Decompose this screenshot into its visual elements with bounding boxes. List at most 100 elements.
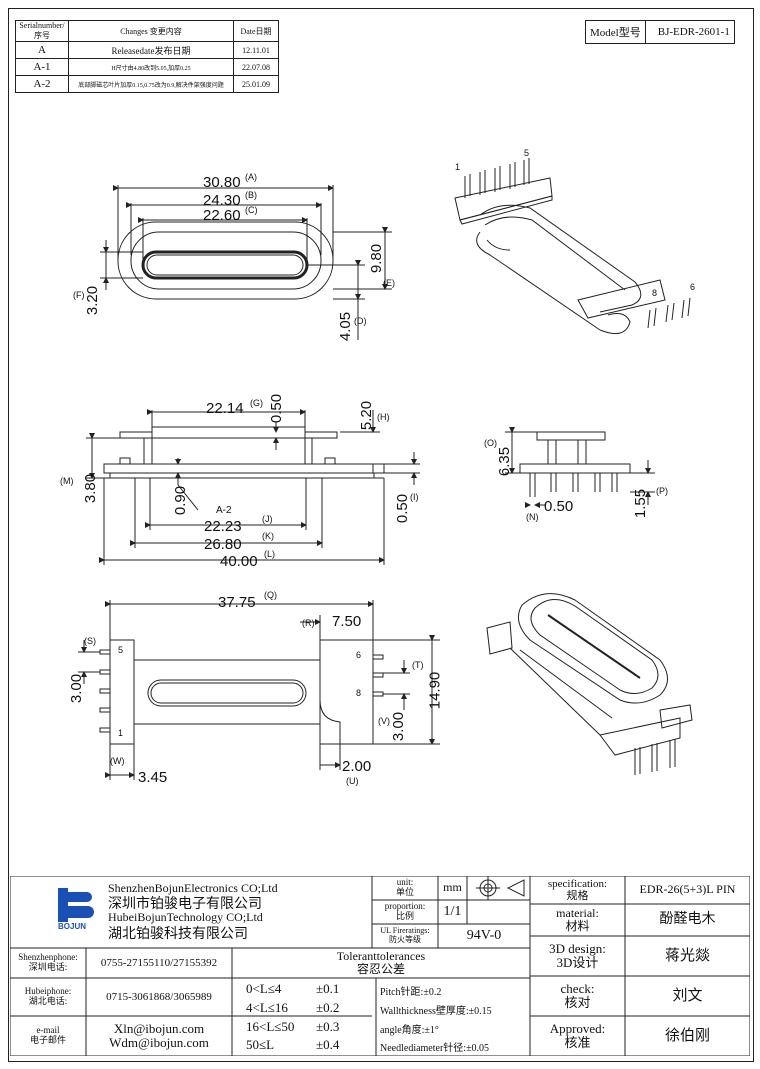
check-value: 刘文 — [672, 987, 703, 1004]
dim-k-tag: (K) — [262, 531, 274, 541]
company-en-shenzhen: ShenzhenBojunElectronics CO;Ltd — [108, 881, 278, 895]
tol-note: Needlediameter针径:±0.05 — [380, 1043, 490, 1054]
tol-value: ±0.2 — [316, 1000, 340, 1015]
dim-s-value: 3.00 — [68, 673, 86, 704]
top-view — [100, 185, 392, 340]
unit-value: mm — [443, 880, 462, 895]
pin-label-1: 1 — [118, 728, 124, 738]
pin-label-8: 8 — [356, 688, 362, 698]
contact-value: 0715-3061868/3065989 — [106, 990, 212, 1003]
dim-j-value: 22.23 — [204, 518, 242, 535]
dim-g2-value: 0.50 — [268, 393, 286, 424]
dim-w-tag: (W) — [110, 756, 125, 766]
dim-u-tag: (U) — [346, 776, 359, 786]
bottom-view — [78, 600, 440, 780]
model-box: Model型号 BJ-EDR-2601-1 — [585, 20, 735, 44]
dim-i-tag: (I) — [410, 492, 419, 502]
logo-text: BOJUN — [58, 922, 87, 931]
bojun-logo: BOJUN — [58, 888, 98, 931]
dim-g-value: 22.14 — [206, 400, 244, 417]
dim-n-value: 0.50 — [544, 498, 574, 515]
material-value: 酚醛电木 — [659, 912, 716, 928]
dim-t-tag: (T) — [412, 660, 424, 670]
rev-date: 25.01.09 — [233, 75, 279, 93]
front-view — [86, 409, 420, 565]
design-label: 3D design: 3D设计 — [549, 940, 606, 970]
approved-value: 徐伯刚 — [664, 1027, 710, 1044]
iso-pin-5: 5 — [524, 148, 530, 158]
ul-value: 94V-0 — [466, 928, 502, 944]
dim-c-tag: (C) — [245, 205, 258, 215]
iso-bottom-view — [486, 593, 693, 775]
dim-f-value: 3.20 — [84, 285, 102, 316]
proportion-value: 1/1 — [443, 904, 462, 920]
tol-value: ±0.3 — [316, 1019, 340, 1034]
dim-o-value: 6.35 — [496, 446, 514, 477]
design-value: 蒋光燚 — [664, 947, 710, 964]
dim-a-value: 30.80 — [203, 174, 241, 191]
dim-v-value: 3.00 — [390, 711, 408, 742]
dim-q-tag: (Q) — [264, 590, 277, 600]
company-cn-hubei: 湖北铂骏科技有限公司 — [108, 927, 248, 942]
tol-range: 0<L≤4 — [246, 981, 282, 996]
title-block: BOJUN ShenzhenBojunElectronics CO;Ltd 深圳… — [10, 876, 750, 1056]
tol-note: Wallthickness壁厚度:±0.15 — [380, 1006, 492, 1017]
iso-pin-8: 8 — [652, 288, 658, 298]
dim-n1-value: 0.90 — [172, 485, 190, 516]
dim-l-tag: (L) — [264, 549, 275, 559]
dim-p-value: 1.55 — [632, 488, 650, 519]
dim-r-value: 7.50 — [332, 613, 362, 630]
spec-value: EDR-26(5+3)L PIN — [639, 882, 736, 897]
iso-pin-6: 6 — [690, 282, 696, 292]
rev-change: 底部脚磁芯叶片加厚0.15,0.75改为0.9,解决件架强度问题 — [68, 75, 234, 93]
dim-h-tag: (H) — [377, 412, 390, 422]
dim-f-tag: (F) — [73, 290, 85, 300]
tol-value: ±0.4 — [316, 1037, 340, 1052]
approved-label: Approved: 核准 — [549, 1020, 606, 1050]
tol-range: 16<L≤50 — [246, 1019, 295, 1034]
contact-label: Hubeiphone: 湖北电话: — [24, 986, 72, 1006]
tol-range: 50≤L — [246, 1037, 275, 1052]
dim-h-value: 5.20 — [358, 400, 376, 431]
dim-i-value: 0.50 — [394, 493, 412, 524]
contact-value: 0755-27155110/27155392 — [100, 956, 218, 969]
drawing-frame — [8, 8, 754, 1062]
company-cn-shenzhen: 深圳市铂骏电子有限公司 — [108, 897, 262, 912]
dim-c-value: 22.60 — [203, 207, 241, 224]
dim-k-value: 26.80 — [204, 536, 242, 553]
dim-o-tag: (O) — [484, 438, 497, 448]
tol-note: angle角度:±1° — [380, 1025, 439, 1036]
material-label: material: 材料 — [556, 905, 599, 933]
iso-pin-1: 1 — [455, 162, 461, 172]
dim-u-value: 2.00 — [342, 758, 372, 775]
revision-note-a2: A-2 — [216, 505, 232, 516]
dim-m-tag: (M) — [60, 476, 74, 486]
dim-e-tag: (E) — [383, 278, 395, 288]
dim-v-tag: (V) — [378, 716, 390, 726]
revision-table: Serialnumber/序号 Changes 变更内容 Date日期 A Re… — [15, 20, 279, 93]
dim-e-value: 9.80 — [368, 243, 386, 274]
dim-r-tag: (R) — [302, 618, 315, 628]
dim-d-tag: (D) — [354, 316, 367, 326]
dim-t-value: 14.90 — [426, 671, 444, 710]
dim-b-tag: (B) — [245, 190, 257, 200]
company-en-hubei: HubeiBojunTechnology CO;Ltd — [108, 910, 263, 924]
dim-m-value: 3.80 — [82, 473, 100, 504]
tolerance-title: Toleranttolerances 容忍公差 — [336, 948, 426, 976]
dim-n-tag: (N) — [526, 512, 539, 522]
unit-label: unit: 单位 — [395, 877, 414, 897]
dim-d-value: 4.05 — [337, 311, 355, 342]
dim-p-tag: (P) — [656, 486, 668, 496]
dim-q-value: 37.75 — [218, 594, 256, 611]
iso-top-view — [454, 158, 691, 335]
tol-note: Pitch针距:±0.2 — [380, 987, 442, 998]
model-label: Model型号 — [590, 27, 641, 39]
contact-value: Xln@ibojun.com Wdm@ibojun.com — [109, 1020, 209, 1050]
tol-range: 4<L≤16 — [246, 1000, 288, 1015]
dim-a-tag: (A) — [245, 172, 257, 182]
ul-label: UL Fireratings: 防火等级 — [380, 926, 430, 944]
dim-l-value: 40.00 — [220, 553, 258, 570]
check-label: check: 核对 — [560, 980, 595, 1010]
drawing-canvas — [78, 158, 693, 780]
pin-label-5: 5 — [118, 645, 124, 655]
